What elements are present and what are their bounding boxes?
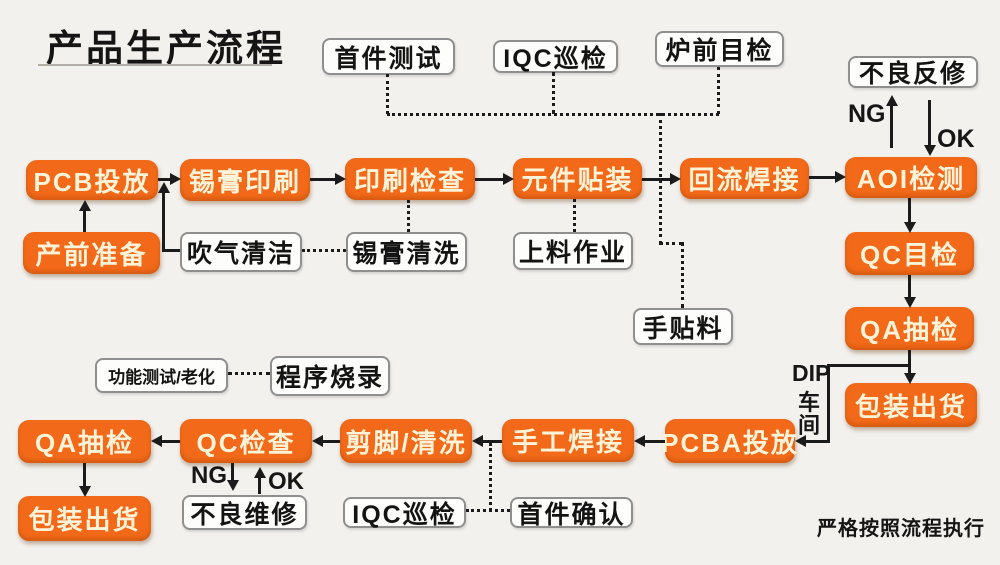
node-iqc-patrol-bottom: IQC巡检 [343, 497, 466, 529]
arrowhead-printcheck-to-placement [503, 173, 514, 185]
node-pcba-input: PCBA投放 [661, 419, 797, 463]
connector-reflow-to-aoi [809, 176, 836, 179]
arrowhead-qa-to-packing-bottom [79, 486, 91, 497]
connector-printcheck-to-placement [475, 178, 504, 181]
node-qa-sampling-bottom: QA抽检 [18, 420, 151, 463]
dotted-prefurnace-down [717, 67, 720, 114]
node-component-placement: 元件贴装 [513, 158, 642, 199]
connector-ng-bottom [231, 463, 234, 482]
dotted-bus-drop [659, 113, 662, 244]
node-program-burning: 程序烧录 [270, 356, 390, 396]
arrowhead-prep-to-pcb [79, 200, 91, 211]
node-iqc-patrol-top: IQC巡检 [493, 40, 618, 73]
arrowhead-placement-to-reflow [670, 173, 681, 185]
connector-branch-vertical [827, 364, 830, 443]
arrowhead-handsolder-to-trim [472, 435, 483, 447]
node-solder-paste-print: 锡膏印刷 [180, 159, 310, 201]
label-dip-line1: DIP [792, 360, 831, 386]
node-aoi-inspection: AOI检测 [845, 157, 977, 198]
arrowhead-aoi-to-qcvisual [904, 222, 916, 233]
connector-ok-bottom [258, 477, 261, 494]
node-defect-rework: 不良反修 [848, 56, 978, 88]
node-pre-furnace-check: 炉前目检 [655, 31, 784, 67]
footer-note: 严格按照流程执行 [817, 518, 985, 540]
arrowhead-ng-bottom [227, 480, 239, 491]
connector-qcvisual-to-qa [908, 275, 911, 299]
dotted-iqc-top-down [552, 72, 555, 114]
connector-ok-top [928, 100, 931, 147]
connector-handsolder-to-trim [482, 440, 502, 443]
connector-airblow-horizontal [162, 249, 180, 252]
connector-pcb-to-paste [158, 178, 171, 181]
node-function-test-aging: 功能测试/老化 [95, 358, 228, 393]
arrowhead-pcb-to-paste [170, 173, 181, 185]
connector-ng-top [890, 105, 893, 148]
node-packing-shipping-right: 包装出货 [845, 383, 977, 427]
connector-aoi-to-qcvisual [908, 198, 911, 224]
dotted-to-handplacement [681, 242, 684, 308]
dotted-handsolder-down [489, 443, 492, 511]
label-ng-top: NG [848, 100, 886, 128]
connector-paste-to-printcheck [310, 178, 336, 181]
dotted-top-bus [387, 113, 719, 116]
arrowhead-airblow-up [158, 182, 170, 193]
connector-qa-to-packing-bottom [83, 463, 86, 488]
label-dip-line2: 车 [798, 390, 821, 415]
dotted-firstarticle-down [386, 74, 389, 114]
connector-prep-to-pcb [83, 210, 86, 232]
node-pcb-input: PCB投放 [26, 160, 158, 200]
page-title: 产品生产流程 [46, 28, 286, 69]
node-hand-placement: 手贴料 [633, 308, 733, 345]
connector-airblow-vertical [162, 192, 165, 252]
arrowhead-pcba-to-handsolder [634, 435, 645, 447]
arrowhead-reflow-to-aoi [835, 171, 846, 183]
arrowhead-branch-to-pcba [795, 435, 806, 447]
node-lead-trim-clean: 剪脚/清洗 [340, 419, 472, 463]
node-qc-visual-check: QC目检 [845, 232, 974, 275]
title-underline [38, 64, 272, 66]
connector-pcba-to-handsolder [644, 440, 665, 443]
arrowhead-ok-bottom [254, 467, 266, 478]
label-dip-line3: 间 [798, 413, 821, 438]
node-print-inspection: 印刷检查 [345, 158, 475, 200]
arrowhead-paste-to-printcheck [335, 173, 346, 185]
node-defect-repair: 不良维修 [182, 495, 307, 530]
connector-qccheck-to-qa [161, 440, 180, 443]
dotted-functiontest-to-burning [228, 372, 270, 375]
connector-branch-to-pcba [805, 440, 830, 443]
arrowhead-qa-to-packing [904, 373, 916, 384]
dotted-airblow-to-pasteclean [302, 249, 346, 252]
connector-placement-to-reflow [642, 178, 671, 181]
node-qc-check: QC检查 [180, 419, 312, 463]
arrowhead-qccheck-to-qa [151, 435, 162, 447]
dotted-iqc-to-firstconfirm [466, 509, 510, 512]
connector-trim-to-qccheck [321, 440, 340, 443]
node-qa-sampling-right: QA抽检 [845, 307, 974, 350]
node-pre-production-prep: 产前准备 [23, 232, 160, 274]
label-ng-bottom: NG [191, 462, 227, 489]
node-first-article-confirm: 首件确认 [510, 497, 633, 529]
dotted-printcheck-to-pasteclean [407, 200, 410, 232]
node-reflow-soldering: 回流焊接 [680, 158, 809, 199]
arrowhead-qcvisual-to-qa [904, 297, 916, 308]
node-air-blow-clean: 吹气清洁 [180, 232, 302, 272]
label-ok-top: OK [937, 125, 975, 153]
node-solder-paste-clean: 锡膏清洗 [346, 232, 467, 272]
node-packing-shipping-bottom: 包装出货 [18, 496, 151, 541]
node-hand-soldering: 手工焊接 [502, 419, 634, 462]
arrowhead-ok-top [924, 145, 936, 156]
connector-qa-to-packing [908, 350, 911, 375]
connector-branch-horizontal [827, 364, 911, 367]
dotted-bus-jog [659, 242, 683, 245]
node-first-article-test: 首件测试 [322, 38, 455, 75]
dotted-placement-to-loading [573, 199, 576, 232]
node-loading-operation: 上料作业 [513, 232, 633, 270]
arrowhead-trim-to-qccheck [312, 435, 323, 447]
label-ok-bottom: OK [268, 468, 304, 495]
arrowhead-ng-top [886, 95, 898, 106]
